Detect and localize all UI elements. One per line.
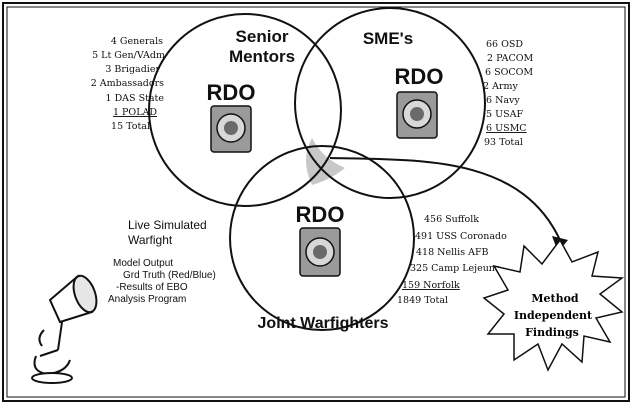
model-output-line: Grd Truth (Red/Blue) [123,270,216,281]
senior-title-line2: Mentors [229,47,295,66]
sme-list-item: 2 Army [483,81,518,92]
joint-list-item: 325 Camp Lejeune [410,263,501,274]
sme-list-item: 6 Navy [486,95,520,106]
rdo-logo-senior: RDO [207,80,256,152]
joint-list-item: 1849 Total [397,295,448,306]
rdo-logo-text: RDO [207,80,256,105]
sme-list-item: 6 SOCOM [485,67,533,78]
rdo-logo-text: RDO [395,64,444,89]
joint-list-item: 418 Nellis AFB [416,247,489,258]
joint-list-item: 159 Norfolk [402,280,460,291]
model-output-line: -Results of EBO [116,282,188,293]
burst-label-line: Method [531,292,579,305]
senior-title-line1: Senior [236,27,289,46]
sme-list-item: 6 USMC [486,123,527,134]
senior-list-item: 3 Brigadier [105,64,160,75]
senior-list-item: 1 POLAD [113,107,157,118]
senior-list-item: 5 Lt Gen/VAdm [92,50,165,61]
senior-list-item: 2 Ambassadors [91,78,164,89]
sme-list-item: 2 PACOM [487,53,534,64]
live-simulated-label: Live Simulated [128,218,207,232]
joint-list-item: 456 Suffolk [424,214,479,225]
sme-list-item: 93 Total [484,137,523,148]
sme-list-item: 5 USAF [486,109,523,120]
burst-label-line: Findings [525,326,579,339]
senior-list-item: 15 Total [111,121,150,132]
sme-list-item: 66 OSD [486,39,523,50]
smes-list: 66 OSD 2 PACOM 6 SOCOM 2 Army 6 Navy 5 U… [483,39,534,148]
rdo-logo-sme: RDO [395,64,444,138]
model-output-line: Model Output [113,258,173,269]
rdo-logo-joint: RDO [296,202,345,276]
spotlight-icon [32,273,101,383]
senior-list-item: 1 DAS State [106,93,165,104]
model-output-block: Model Output Grd Truth (Red/Blue) -Resul… [108,258,216,305]
joint-title: Joint Warfighters [258,315,389,332]
smes-title: SME's [363,29,413,48]
senior-list-item: 4 Generals [111,36,163,47]
warfight-label: Warfight [128,233,173,247]
joint-list-item: 491 USS Coronado [415,231,507,242]
burst-label-line: Independent [514,309,593,322]
starburst-shape [484,240,622,370]
model-output-line: Analysis Program [108,294,186,305]
rdo-logo-text: RDO [296,202,345,227]
arrow-connector [330,158,560,240]
senior-mentors-list: 4 Generals 5 Lt Gen/VAdm 3 Brigadier 2 A… [91,36,165,132]
